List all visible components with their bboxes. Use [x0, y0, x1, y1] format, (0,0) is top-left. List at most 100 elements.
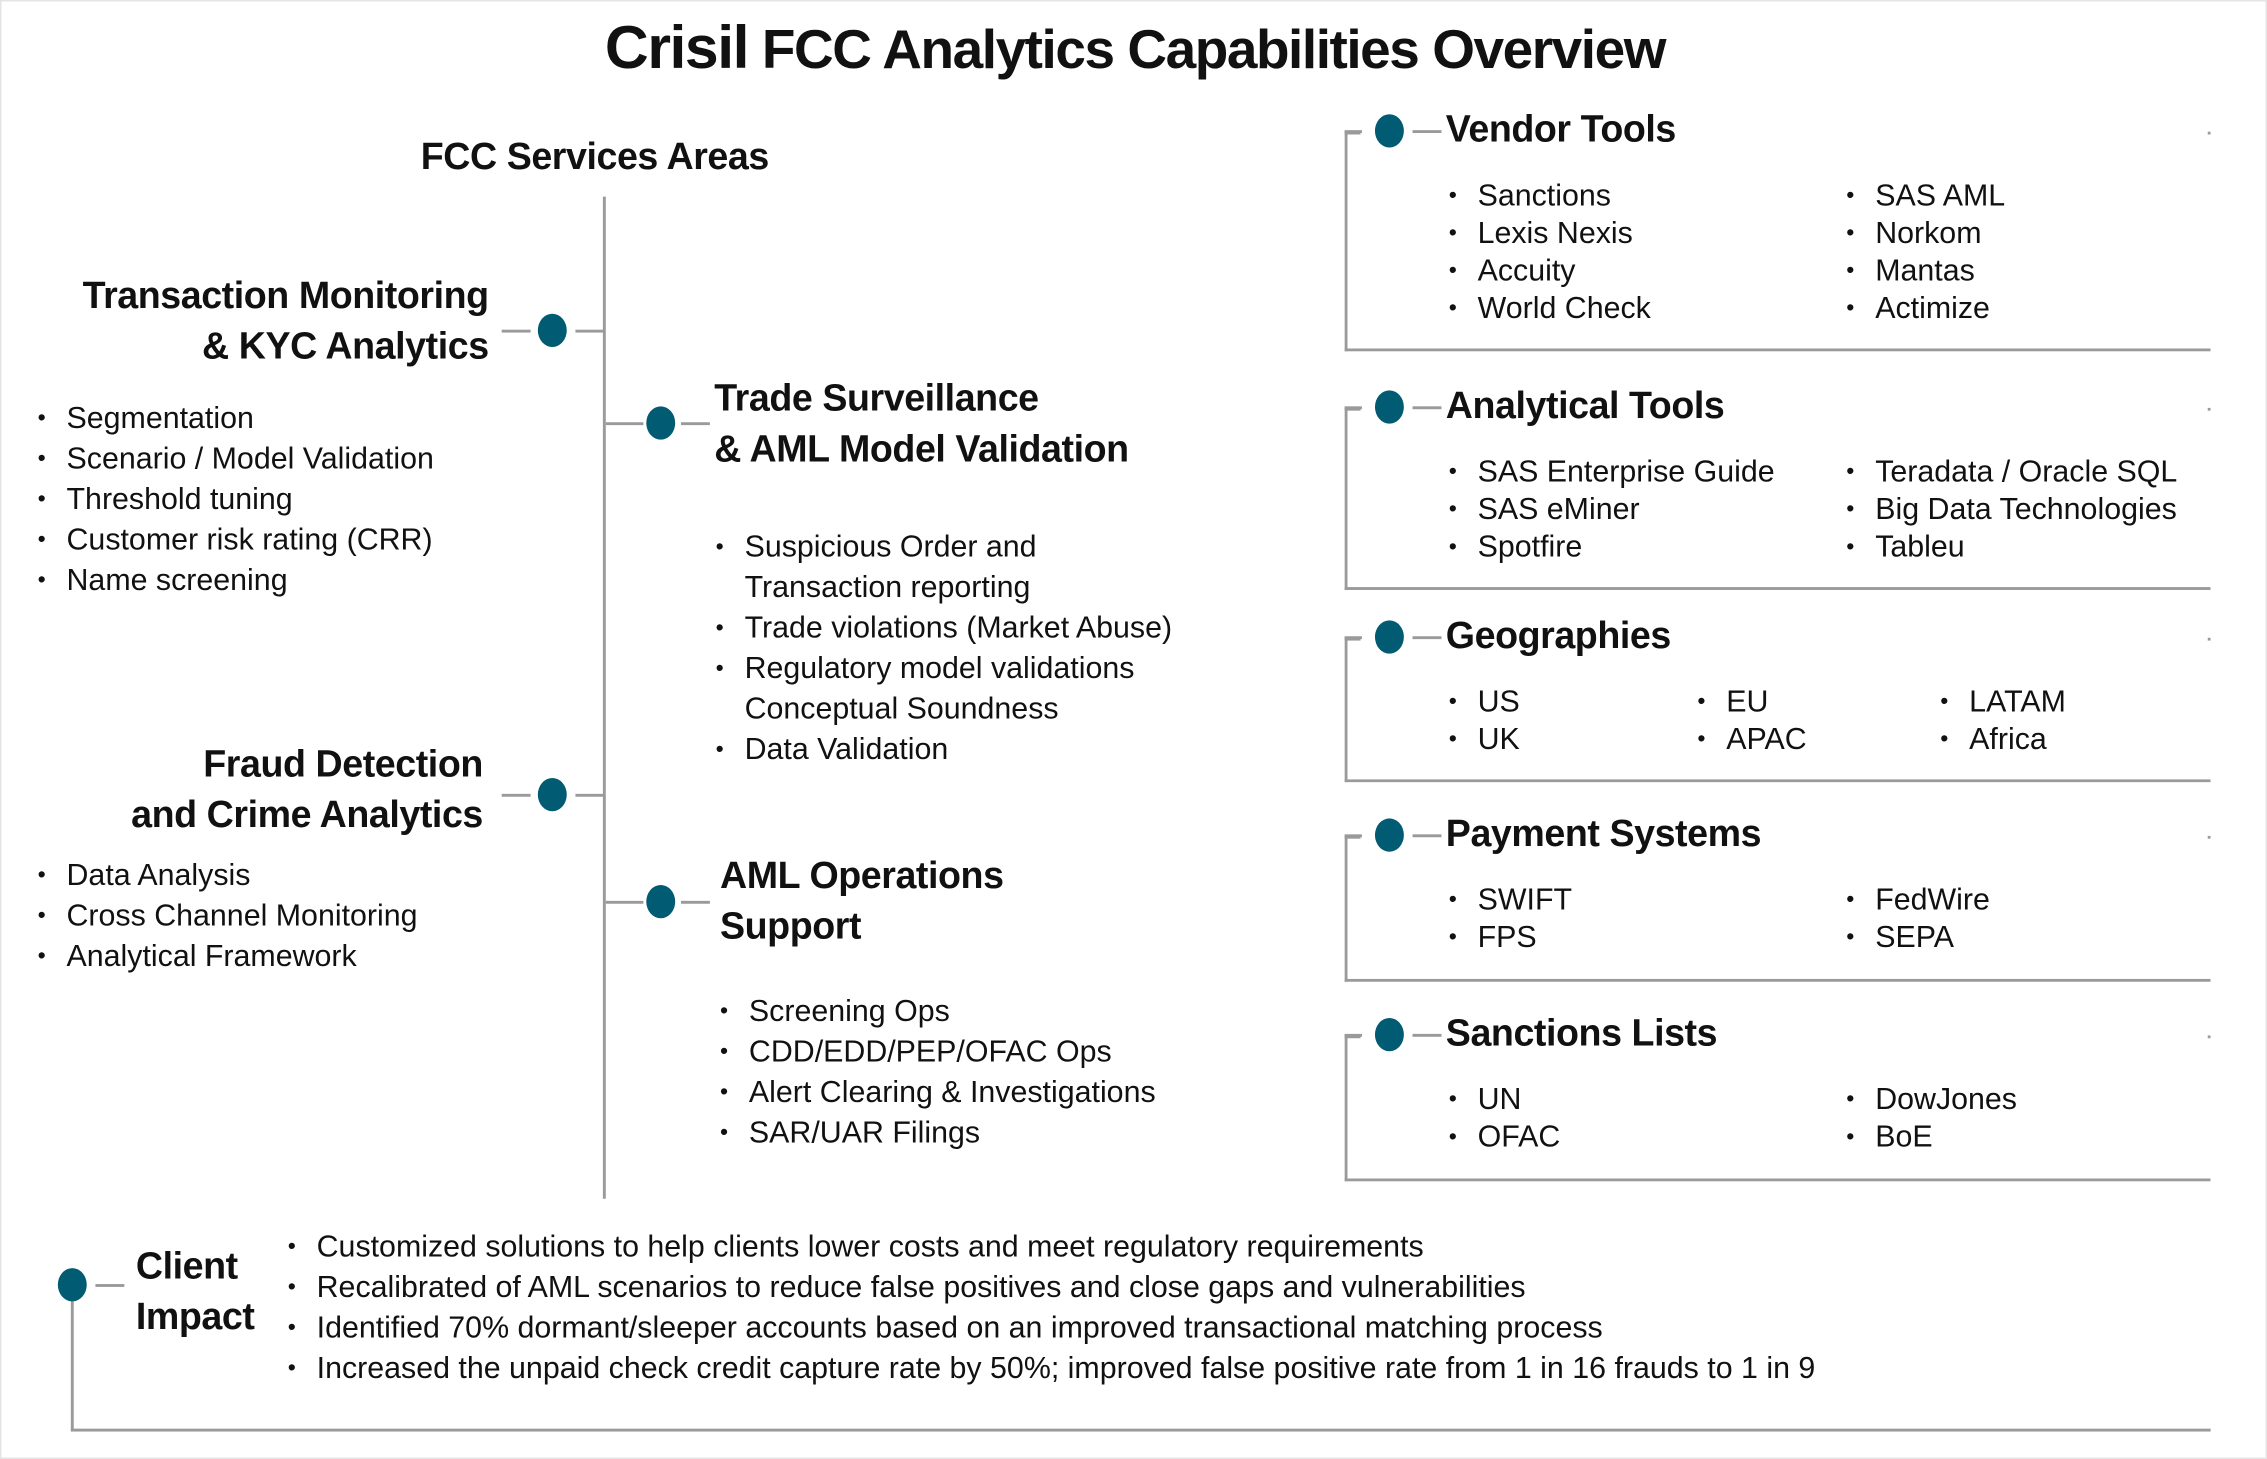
list-item: OFAC — [1449, 1119, 1561, 1157]
list-item: SEPA — [1846, 920, 1990, 958]
panel-list: SAS AMLNorkomMantasActimize — [1846, 178, 2005, 328]
panel-list: UNOFAC — [1449, 1082, 1561, 1157]
node-dot-icon — [537, 777, 567, 812]
connector-line — [1344, 636, 1362, 640]
connector-line — [575, 793, 605, 797]
title-line: Transaction Monitoring — [82, 273, 489, 317]
list-item: SAS eMiner — [1449, 492, 1775, 530]
panel-title: Geographies — [1445, 613, 1671, 657]
list-item: Regulatory model validations — [716, 649, 1172, 689]
list-item: UN — [1449, 1082, 1561, 1120]
list-item: Threshold tuning — [38, 480, 434, 520]
client-impact-list: Customized solutions to help clients low… — [288, 1228, 1816, 1390]
connector-line — [501, 793, 531, 797]
list-item: FedWire — [1846, 882, 1990, 920]
node-dot-icon — [1374, 818, 1404, 852]
connector-line — [1344, 406, 1362, 410]
panel-list: LATAMAfrica — [1940, 684, 2066, 759]
list-item: Identified 70% dormant/sleeper accounts … — [288, 1309, 1816, 1349]
services-heading: FCC Services Areas — [420, 134, 770, 178]
list-item: Name screening — [38, 561, 434, 601]
node-dot-icon — [646, 884, 676, 919]
frame-gap — [1360, 832, 2208, 842]
list-item: UK — [1449, 722, 1520, 760]
list-item-continuation: Transaction reporting — [744, 571, 1031, 605]
brand-name: Crisil — [604, 13, 750, 81]
client-impact-frame — [70, 1299, 2211, 1432]
list-item: US — [1449, 684, 1520, 722]
fraud-detection-title: Fraud Detection and Crime Analytics — [131, 739, 483, 840]
list-item: SWIFT — [1449, 882, 1572, 920]
title-line: and Crime Analytics — [131, 792, 483, 836]
title-line: & KYC Analytics — [202, 323, 489, 368]
transaction-monitoring-list: SegmentationScenario / Model ValidationT… — [38, 399, 434, 601]
list-item: World Check — [1449, 291, 1651, 329]
node-dot-icon — [57, 1268, 87, 1302]
title-line: Impact — [135, 1294, 255, 1338]
list-item: CDD/EDD/PEP/OFAC Ops — [720, 1032, 1156, 1072]
list-item: LATAM — [1940, 684, 2066, 722]
connector-line — [605, 900, 644, 904]
connector-line — [575, 329, 605, 333]
list-item: Lexis Nexis — [1449, 215, 1651, 253]
node-dot-icon — [1374, 114, 1404, 148]
list-item: Accuity — [1449, 253, 1651, 291]
panel-list: DowJonesBoE — [1846, 1082, 2017, 1157]
list-item: Teradata / Oracle SQL — [1846, 454, 2177, 492]
list-item: Data Analysis — [38, 856, 418, 896]
list-item: APAC — [1697, 722, 1806, 760]
title-line: Client — [135, 1243, 238, 1287]
trade-surveillance-title: Trade Surveillance & AML Model Validatio… — [714, 373, 1129, 474]
frame-gap — [1360, 404, 2208, 414]
list-item: Norkom — [1846, 215, 2005, 253]
list-item: Tableu — [1846, 529, 2177, 567]
panel-list: SanctionsLexis NexisAccuityWorld Check — [1449, 178, 1651, 328]
connector-line — [680, 900, 710, 904]
title-line: AML Operations — [720, 853, 1004, 897]
client-impact-title: Client Impact — [136, 1241, 255, 1342]
list-item: Customer risk rating (CRR) — [38, 521, 434, 561]
list-item: Scenario / Model Validation — [38, 440, 434, 480]
node-dot-icon — [537, 313, 567, 348]
list-item: Cross Channel Monitoring — [38, 897, 418, 937]
panel-title: Payment Systems — [1445, 811, 1762, 855]
connector-line — [1344, 1033, 1362, 1037]
list-item: Screening Ops — [720, 992, 1156, 1032]
connector-line — [1412, 130, 1442, 134]
fraud-detection-list: Data AnalysisCross Channel MonitoringAna… — [38, 856, 418, 977]
frame-gap — [1360, 128, 2208, 138]
title-text: FCC Analytics Capabilities Overview — [761, 20, 1667, 81]
frame-gap — [1360, 1032, 2208, 1042]
list-item: Recalibrated of AML scenarios to reduce … — [288, 1268, 1816, 1308]
transaction-monitoring-title: Transaction Monitoring & KYC Analytics — [83, 270, 489, 371]
title-line: & AML Model Validation — [714, 426, 1129, 470]
panel-title: Analytical Tools — [1445, 383, 1725, 427]
panel-list: USUK — [1449, 684, 1520, 759]
panel-list: FedWireSEPA — [1846, 882, 1990, 957]
panel-list: Teradata / Oracle SQLBig Data Technologi… — [1846, 454, 2177, 567]
list-item: Alert Clearing & Investigations — [720, 1073, 1156, 1113]
list-item: SAS Enterprise Guide — [1449, 454, 1775, 492]
aml-operations-title: AML Operations Support — [720, 850, 1004, 951]
list-item: Mantas — [1846, 253, 2005, 291]
title-line: Trade Surveillance — [714, 375, 1039, 420]
connector-line — [605, 422, 644, 426]
panel-list: SWIFTFPS — [1449, 882, 1572, 957]
panel-title: Vendor Tools — [1445, 107, 1677, 151]
list-item-continuation: Conceptual Soundness — [744, 692, 1059, 726]
list-item: EU — [1697, 684, 1806, 722]
aml-operations-list: Screening OpsCDD/EDD/PEP/OFAC OpsAlert C… — [720, 992, 1156, 1154]
list-item: Analytical Framework — [38, 937, 418, 977]
list-item: SAS AML — [1846, 178, 2005, 216]
connector-line — [1344, 834, 1362, 838]
list-item: Africa — [1940, 722, 2066, 760]
node-dot-icon — [1374, 1017, 1404, 1052]
panel-list: SAS Enterprise GuideSAS eMinerSpotfire — [1449, 454, 1775, 567]
panel-title: Sanctions Lists — [1445, 1010, 1718, 1055]
list-item: SAR/UAR Filings — [720, 1113, 1156, 1153]
connector-line — [1344, 130, 1362, 134]
list-item: Big Data Technologies — [1846, 492, 2177, 530]
connector-line — [501, 329, 531, 333]
